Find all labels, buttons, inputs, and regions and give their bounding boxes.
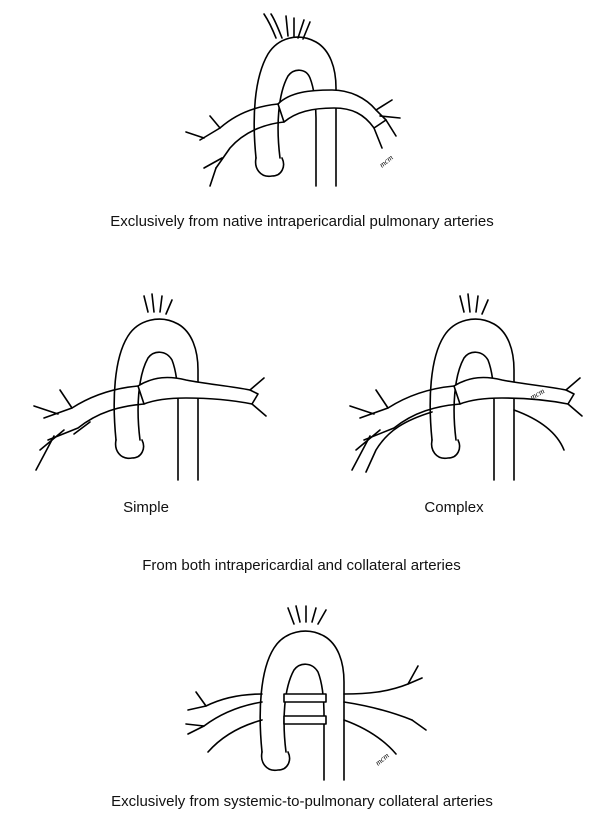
caption-simple: Simple	[96, 498, 196, 518]
artist-signature: mcm	[374, 751, 392, 768]
diagram-collateral-arteries: mcm	[178, 602, 428, 782]
caption-complex: Complex	[404, 498, 504, 518]
caption-both: From both intrapericardial and collatera…	[40, 556, 563, 576]
head-vessel	[264, 14, 276, 38]
artist-signature: mcm	[378, 153, 396, 170]
diagram-simple	[20, 290, 270, 480]
pulmonary-trunk	[278, 90, 386, 128]
diagram-complex: mcm	[336, 290, 586, 480]
diagram-native-pulmonary-arteries: mcm	[160, 8, 420, 198]
collateral-artery	[366, 412, 432, 472]
aorta-drawing: mcm	[160, 8, 420, 198]
aortic-arch	[260, 631, 344, 780]
caption-native: Exclusively from native intrapericardial…	[88, 212, 516, 232]
caption-collateral: Exclusively from systemic-to-pulmonary c…	[88, 792, 516, 812]
